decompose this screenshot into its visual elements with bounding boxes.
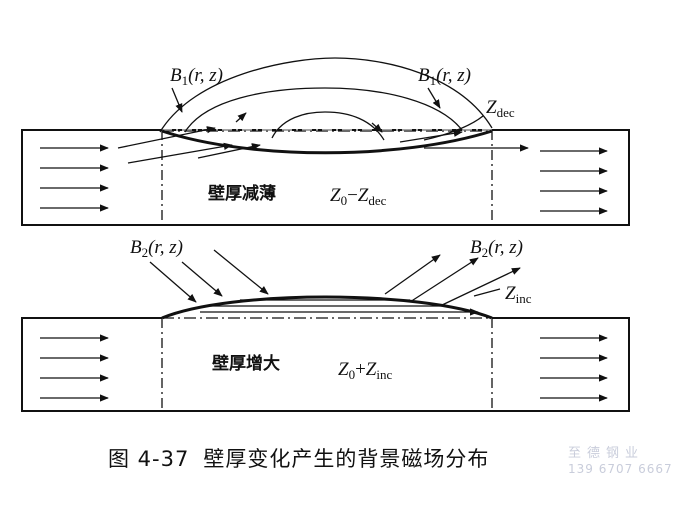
thickening-expression: Z0+Zinc <box>338 359 393 382</box>
top-right-flux-arrows <box>540 147 608 215</box>
zdec-label: Zdec <box>486 97 515 120</box>
thinning-expression: Z0−Zdec <box>330 185 387 208</box>
top-left-flux-arrows <box>40 144 109 212</box>
watermark-phone: 139 6707 6667 <box>568 462 673 477</box>
top-pipe-panel <box>21 57 630 226</box>
figure-number: 图 4-37 <box>108 447 190 471</box>
bottom-right-flux-arrows <box>540 334 608 402</box>
b1-left-label: B1(r, z) <box>170 65 223 88</box>
watermark-company: 至德钢业 <box>568 446 645 461</box>
b1-right-label: B1(r, z) <box>418 65 471 88</box>
watermark: 至德钢业 139 6707 6667 <box>568 446 673 477</box>
top-leakage-field-lines <box>117 57 529 164</box>
top-pipe-outline <box>21 129 630 226</box>
bottom-background-field-lines <box>149 249 521 316</box>
b2-right-label: B2(r, z) <box>470 237 523 260</box>
zinc-label: Zinc <box>505 283 532 306</box>
bottom-pipe-outline <box>21 317 630 412</box>
wall-thinning-text: 壁厚减薄 <box>208 184 276 204</box>
figure-caption: 图 4-37 壁厚变化产生的背景磁场分布 <box>108 449 489 470</box>
wall-thickening-text: 壁厚增大 <box>212 354 280 374</box>
bottom-pipe-panel <box>21 249 630 412</box>
figure-title: 壁厚变化产生的背景磁场分布 <box>203 447 490 471</box>
bottom-left-flux-arrows <box>40 334 109 402</box>
wall-thickening-curve <box>161 295 493 320</box>
b2-left-label: B2(r, z) <box>130 237 183 260</box>
wall-thinning-curve <box>161 129 493 155</box>
